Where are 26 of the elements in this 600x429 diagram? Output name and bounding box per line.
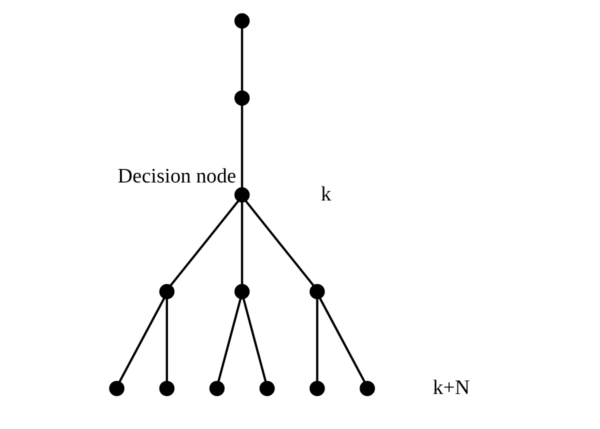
node-circle <box>108 380 124 396</box>
connector <box>169 200 239 286</box>
node-circle <box>309 284 324 300</box>
node-circle <box>234 284 250 300</box>
node-circle <box>158 284 174 300</box>
connector <box>240 202 243 285</box>
node-label: Decision node <box>117 165 236 188</box>
connector <box>240 105 243 188</box>
connector <box>165 298 168 382</box>
node-circle <box>234 13 250 29</box>
node-circle <box>359 380 374 396</box>
connector <box>318 298 366 382</box>
connector <box>242 298 266 382</box>
node-circle <box>309 380 324 396</box>
node-circle <box>234 187 250 202</box>
node-circle <box>158 380 174 396</box>
connector <box>118 298 165 382</box>
connector <box>316 298 318 382</box>
node-circle <box>234 90 250 106</box>
connector <box>216 298 242 382</box>
label: k+N <box>432 376 470 399</box>
node-circle <box>258 380 274 396</box>
connector <box>240 28 243 91</box>
node-circle <box>208 380 224 396</box>
connector <box>244 200 314 286</box>
label: k <box>320 183 331 206</box>
